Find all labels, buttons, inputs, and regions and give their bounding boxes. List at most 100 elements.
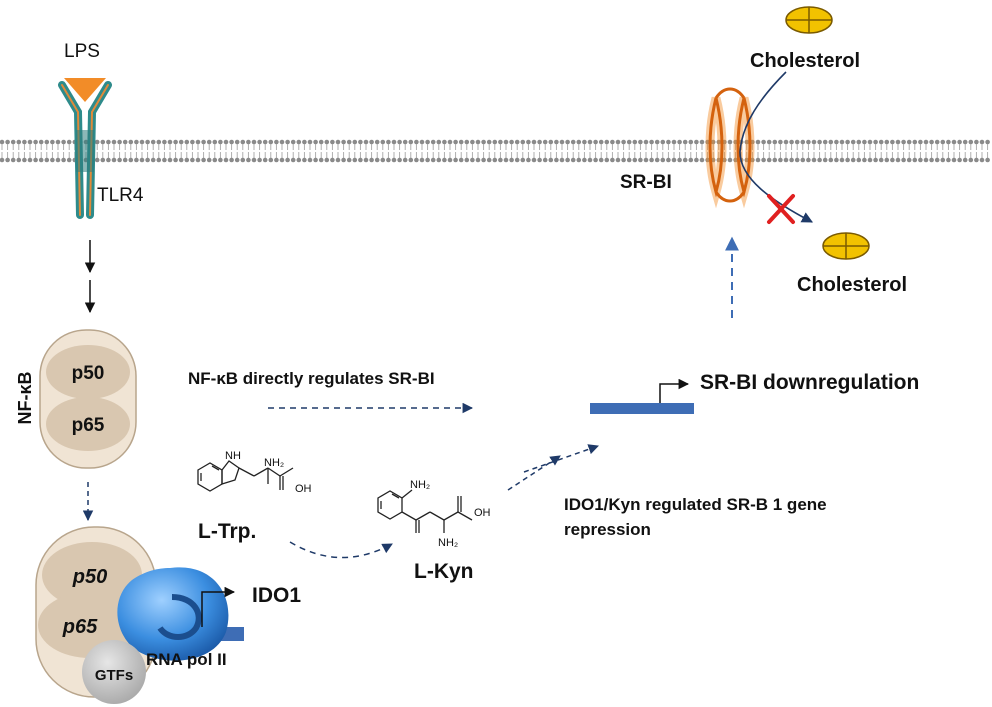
lipid-head (778, 157, 783, 163)
lipid-head (436, 139, 442, 145)
cholesterol-bottom-label: Cholesterol (797, 274, 907, 296)
lipid-head (537, 139, 542, 145)
lipid-head (447, 157, 453, 163)
ido1-label: IDO1 (252, 584, 301, 607)
lipid-head (330, 157, 335, 163)
srbi-label: SR-BI (620, 172, 672, 193)
lipid-head (890, 139, 895, 145)
lipid-head (694, 139, 699, 145)
lipid-head (845, 157, 850, 163)
lipid-head (912, 157, 918, 163)
lipid-head (498, 139, 503, 145)
lipid-head (195, 157, 201, 163)
lipid-head (369, 139, 374, 145)
p50-label: p50 (72, 363, 105, 384)
kyn-nh2-top: NH₂ (410, 479, 430, 491)
lipid-head (257, 139, 262, 145)
lipid-head (722, 157, 727, 163)
cholesterol-top-label: Cholesterol (750, 50, 860, 72)
lipid-head (766, 139, 772, 145)
lipid-head (946, 139, 951, 145)
lipid-head (44, 139, 50, 145)
lipid-head (386, 139, 391, 145)
lipid-head (526, 157, 531, 163)
lipid-head (134, 139, 139, 145)
lipid-head (559, 157, 565, 163)
lipid-head (391, 139, 397, 145)
lipid-head (587, 139, 593, 145)
lipid-head (313, 157, 318, 163)
lipid-head (526, 139, 531, 145)
lipid-head (453, 157, 458, 163)
lipid-head (195, 139, 201, 145)
lipid-head (974, 157, 979, 163)
lipid-head (962, 139, 968, 145)
lipid-head (156, 139, 162, 145)
lipid-head (514, 139, 520, 145)
lipid-head (324, 157, 330, 163)
lipid-head (167, 157, 173, 163)
lipid-head (55, 139, 61, 145)
lipid-head (100, 157, 106, 163)
lipid-head (766, 157, 772, 163)
lipid-head (604, 157, 610, 163)
lipid-head (100, 139, 106, 145)
lipid-head (397, 157, 402, 163)
lipid-head (268, 139, 274, 145)
lipid-head (257, 157, 262, 163)
lipid-head (862, 157, 867, 163)
ido-kyn-text-line1: IDO1/Kyn regulated SR-B 1 gene (564, 495, 827, 514)
lipid-head (240, 157, 246, 163)
lipid-head (145, 157, 150, 163)
lipid-head (834, 139, 839, 145)
lipid-head (699, 139, 705, 145)
lipid-head (957, 157, 962, 163)
lipid-head (341, 139, 346, 145)
lipid-head (22, 157, 27, 163)
lipid-head (318, 139, 324, 145)
lipid-head (638, 139, 643, 145)
lipid-head (139, 139, 145, 145)
lipid-head (223, 157, 229, 163)
lipid-head (834, 157, 839, 163)
lipid-head (234, 139, 240, 145)
kyn-oh: OH (474, 507, 491, 519)
lipid-head (201, 139, 206, 145)
lipid-head (184, 157, 190, 163)
lipid-head (16, 157, 22, 163)
lipid-head (895, 139, 901, 145)
lipid-head (330, 139, 335, 145)
lipid-head (402, 139, 408, 145)
lipid-head (654, 139, 660, 145)
lipid-head (419, 139, 425, 145)
lipid-head (492, 139, 498, 145)
lipid-head (688, 157, 694, 163)
kyn-regulation-arrow-1 (507, 455, 561, 491)
lipid-head (206, 139, 212, 145)
srbi-transporter (705, 87, 755, 209)
lipid-head (934, 139, 940, 145)
lipid-head (576, 139, 582, 145)
lipid-head (16, 139, 22, 145)
lipid-head (206, 157, 212, 163)
lipid-head (229, 139, 234, 145)
lipid-head (50, 157, 55, 163)
lipid-head (470, 157, 475, 163)
lipid-head (162, 157, 167, 163)
lipid-head (761, 157, 766, 163)
lipid-head (374, 157, 380, 163)
lipid-head (985, 157, 990, 163)
lipid-head (447, 139, 453, 145)
lipid-head (234, 157, 240, 163)
lipid-head (755, 157, 761, 163)
lps-label: LPS (64, 41, 100, 62)
lipid-head (178, 139, 184, 145)
lipid-head (0, 157, 5, 163)
lipid-head (358, 139, 363, 145)
lipid-head (10, 139, 16, 145)
lipid-head (279, 139, 285, 145)
lipid-head (666, 139, 671, 145)
lipid-head (128, 157, 134, 163)
lipid-head (223, 139, 229, 145)
